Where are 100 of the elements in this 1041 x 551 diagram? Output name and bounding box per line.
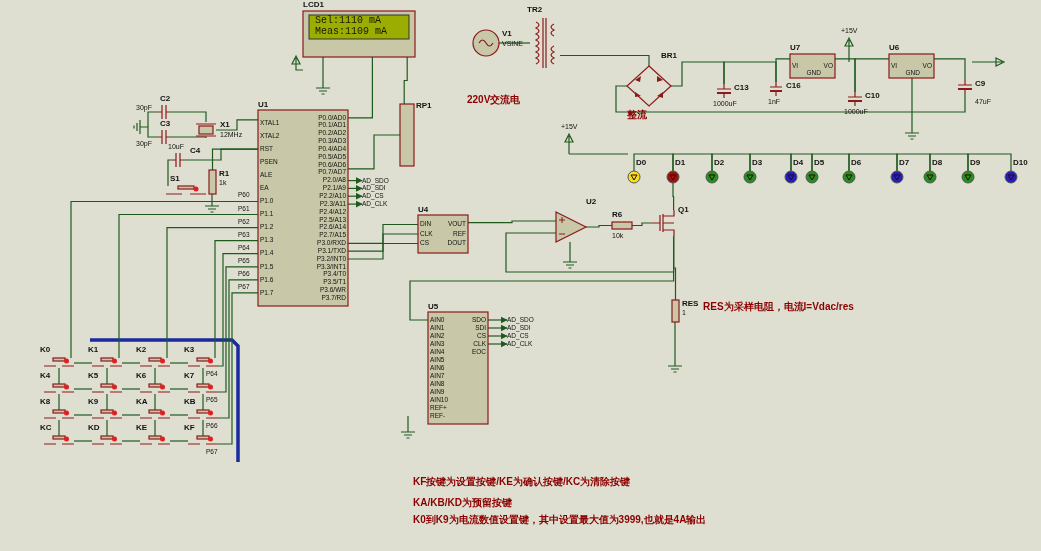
component-label: U7: [790, 44, 801, 52]
component-label: C16: [786, 82, 801, 90]
annotation-text: RES为采样电阻，电流I=Vdac/res: [703, 302, 854, 312]
wire: [118, 213, 259, 359]
wire: [106, 419, 108, 437]
wire: [585, 224, 613, 228]
wire: [403, 56, 408, 105]
wire: [633, 153, 674, 172]
wire: [711, 153, 751, 172]
wire: [672, 182, 675, 211]
wire: [217, 292, 259, 445]
wire: [929, 153, 969, 172]
component-label: C9: [975, 80, 986, 88]
note-text: K0到K9为电流数值设置键，其中设置最大值为3999,也就是4A输出: [413, 515, 707, 525]
wire: [217, 253, 259, 367]
value-label: 整流: [627, 110, 647, 120]
component-label: D8: [932, 159, 943, 167]
component-label: KC: [40, 424, 52, 432]
display-text: Meas:1109 mA: [315, 27, 387, 37]
component-label: KA: [136, 398, 148, 406]
wire: [58, 393, 60, 411]
wire: [169, 362, 189, 364]
component-label: D4: [793, 159, 804, 167]
component-label: K9: [88, 398, 99, 406]
wire: [202, 393, 204, 411]
wire: [505, 232, 675, 273]
component-label: D9: [970, 159, 981, 167]
wire: [121, 440, 141, 442]
component-label: RP1: [416, 102, 432, 110]
wire: [631, 222, 653, 227]
wire: [167, 159, 173, 187]
annotation-text: 220V交流电: [467, 95, 521, 105]
component-label: D2: [714, 159, 725, 167]
wire: [202, 419, 204, 437]
component-label: K5: [88, 372, 99, 380]
component-label: RES: [682, 300, 699, 308]
component-label: KF: [184, 424, 195, 432]
component-label: C10: [865, 92, 880, 100]
wire: [749, 153, 792, 172]
wire: [121, 388, 141, 390]
component-label: K8: [40, 398, 51, 406]
component-label: KD: [88, 424, 100, 432]
wire: [154, 393, 156, 411]
component-label: C3: [160, 120, 171, 128]
wire: [215, 119, 259, 131]
wire: [154, 367, 156, 385]
wire: [967, 153, 1012, 172]
component-label: U2: [586, 198, 597, 206]
wire: [169, 111, 207, 123]
wire: [723, 61, 777, 85]
wire: [106, 367, 108, 385]
wire: [73, 362, 93, 364]
wire: [409, 235, 675, 321]
wire: [73, 388, 93, 390]
component-label: R1: [219, 170, 230, 178]
component-label: U6: [889, 44, 900, 52]
component-label: U1: [258, 101, 269, 109]
component-label: BR1: [661, 52, 677, 60]
component-label: TR2: [527, 6, 543, 14]
wire: [169, 136, 207, 139]
wire: [147, 111, 159, 138]
wire: [854, 58, 890, 93]
wire: [169, 388, 189, 390]
component-label: C2: [160, 95, 171, 103]
wire: [202, 367, 204, 385]
wire: [58, 367, 60, 385]
component-label: K2: [136, 346, 147, 354]
component-label: V1: [502, 30, 512, 38]
note-text: KA/KB/KD为预留按键: [413, 498, 512, 508]
component-label: D7: [899, 159, 910, 167]
wire: [169, 414, 189, 416]
component-label: C13: [734, 84, 749, 92]
wire: [790, 153, 813, 172]
component-label: D3: [752, 159, 763, 167]
wire: [121, 414, 141, 416]
component-label: K7: [184, 372, 195, 380]
component-label: Q1: [678, 206, 689, 214]
component-label: K4: [40, 372, 51, 380]
component-label: S1: [170, 175, 180, 183]
wire: [217, 279, 259, 419]
wire: [58, 419, 60, 437]
component-label: U4: [418, 206, 429, 214]
wire: [775, 58, 791, 83]
component-label: X1: [220, 121, 230, 129]
component-label: C4: [190, 147, 201, 155]
wire: [848, 153, 898, 172]
display-text: Sel:1110 mA: [315, 16, 381, 26]
wire: [214, 240, 259, 359]
component-label: KE: [136, 424, 148, 432]
component-label: D5: [814, 159, 825, 167]
wire: [811, 153, 850, 172]
wire: [559, 54, 650, 67]
wire: [670, 61, 725, 87]
component-label: D6: [851, 159, 862, 167]
component-label: K1: [88, 346, 99, 354]
wire: [615, 85, 966, 113]
component-label: U5: [428, 303, 439, 311]
component-label: K6: [136, 372, 147, 380]
component-label: KB: [184, 398, 196, 406]
component-label: LCD1: [303, 1, 324, 9]
